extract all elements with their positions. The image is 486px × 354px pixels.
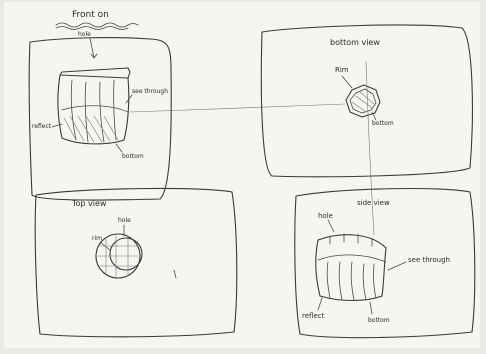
front-view-title: Front on [72,10,109,20]
front-reflect-label: reflect [32,123,52,130]
side-reflect-label: reflect [302,312,325,320]
bottom-view-title: bottom view [330,38,380,47]
bottom-bottom-label: bottom [372,120,394,127]
side-bottom-label: bottom [368,317,390,324]
bottom-rim-label: Rim [335,66,349,74]
side-hole-label: hole [318,212,333,220]
side-see-through-label: see through [408,256,450,264]
top-rim-label: rim [92,235,102,242]
side-view-title: side view [357,199,390,207]
top-view-title: Top view [71,199,107,208]
front-bottom-label: bottom [122,153,144,160]
front-hole-label: hole [78,31,91,38]
front-see-through-label: see through [132,88,168,95]
top-hole-label: hole [118,217,131,224]
